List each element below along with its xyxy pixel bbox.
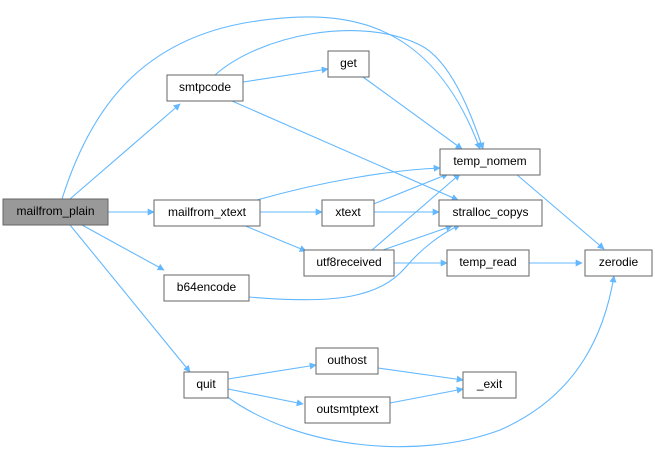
node-label: smtpcode: [179, 80, 231, 94]
node-label: b64encode: [177, 280, 237, 294]
node-smtpcode[interactable]: smtpcode: [166, 74, 244, 102]
edge-temp_nomem-zerodie: [515, 173, 605, 250]
edge-utf8received-stralloc_copys: [382, 224, 453, 251]
edge-mailfrom_plain-quit: [69, 224, 191, 373]
edge-outsmtptext-_exit: [389, 386, 464, 404]
node-zerodie[interactable]: zerodie: [584, 249, 653, 277]
edge-mailfrom_xtext-temp_nomem: [256, 164, 441, 201]
node-label: mailfrom_plain: [16, 204, 94, 218]
node-label: mailfrom_xtext: [168, 205, 247, 219]
node-temp-nomem[interactable]: temp_nomem: [439, 148, 541, 176]
edge-quit-outhost: [227, 362, 317, 380]
node-label: temp_read: [459, 255, 516, 269]
node-label: zerodie: [599, 255, 639, 269]
node-label: outhost: [327, 353, 367, 367]
node-b64encode[interactable]: b64encode: [163, 274, 250, 302]
node-outsmtptext[interactable]: outsmtptext: [304, 396, 391, 424]
edge-mailfrom_plain-b64encode: [81, 224, 165, 271]
edge-outhost-_exit: [377, 367, 464, 383]
edges: [61, 16, 617, 448]
edge-mailfrom_xtext-utf8received: [242, 224, 307, 252]
node-temp-read[interactable]: temp_read: [446, 249, 530, 277]
node-label: temp_nomem: [453, 154, 526, 168]
node-stralloc-copys[interactable]: stralloc_copys: [438, 199, 543, 227]
edge-utf8received-temp_nomem: [371, 173, 461, 251]
edge-get-temp_nomem: [362, 76, 463, 150]
node-label: get: [340, 56, 357, 70]
edge-quit-outsmtptext: [227, 388, 304, 407]
edge-xtext-temp_nomem: [370, 173, 449, 206]
edge-quit-zerodie: [225, 275, 617, 448]
node-get[interactable]: get: [327, 50, 370, 78]
edge-mailfrom_plain-smtpcode: [69, 103, 181, 200]
edge-smtpcode-get: [242, 66, 329, 83]
node-label: xtext: [335, 205, 361, 219]
node-label: quit: [196, 377, 216, 391]
node-mailfrom-plain[interactable]: mailfrom_plain: [2, 198, 109, 226]
node-mailfrom-xtext[interactable]: mailfrom_xtext: [153, 199, 261, 227]
node-label: stralloc_copys: [452, 205, 528, 219]
edge-smtpcode-temp_nomem: [214, 30, 485, 150]
node-label: _exit: [476, 377, 503, 391]
node-utf8received[interactable]: utf8received: [303, 249, 395, 277]
edge-b64encode-stralloc_copys: [248, 224, 461, 301]
node-label: utf8received: [316, 255, 381, 269]
nodes: mailfrom_plain smtpcode get temp_nomem m…: [2, 50, 653, 424]
node-label: outsmtptext: [316, 402, 379, 416]
node-exit[interactable]: _exit: [462, 371, 517, 399]
node-quit[interactable]: quit: [183, 371, 229, 399]
node-outhost[interactable]: outhost: [315, 347, 379, 375]
node-xtext[interactable]: xtext: [321, 199, 375, 227]
edge-smtpcode-stralloc_copys: [231, 100, 459, 201]
edge-mailfrom_plain-temp_nomem: [61, 16, 482, 200]
